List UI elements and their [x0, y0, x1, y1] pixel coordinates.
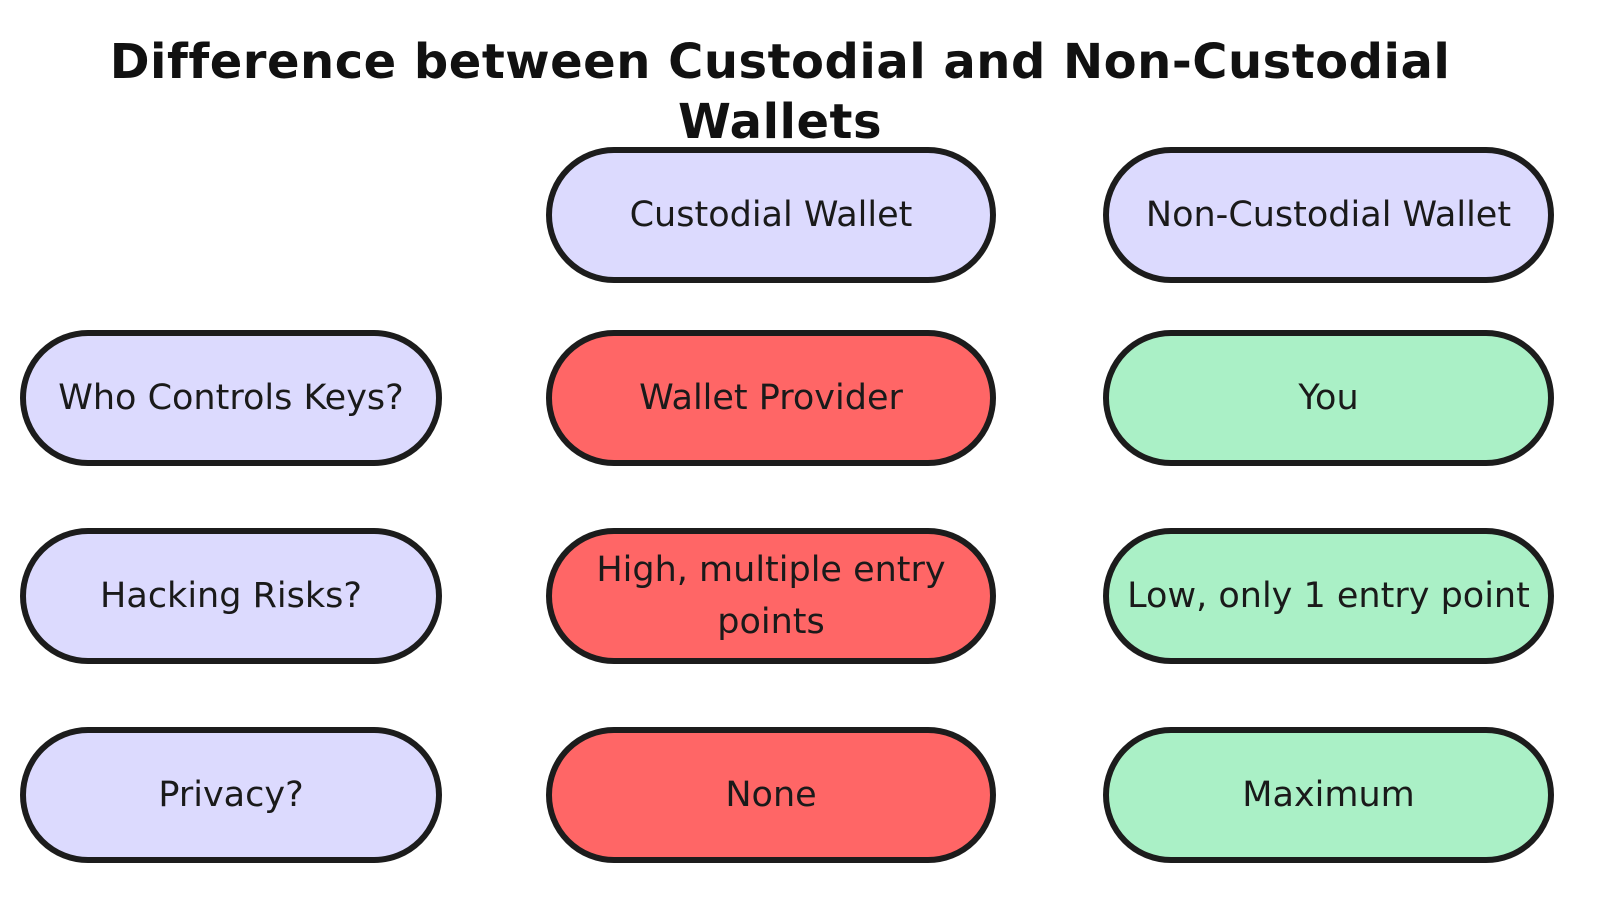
non-custodial-privacy-answer: Maximum [1103, 727, 1554, 863]
question-privacy: Privacy? [20, 727, 442, 863]
question-hacking-risks: Hacking Risks? [20, 528, 442, 664]
diagram-title: Difference between Custodial and Non-Cus… [109, 34, 1451, 150]
custodial-hacking-answer: High, multiple entry points [546, 528, 996, 664]
non-custodial-hacking-answer: Low, only 1 entry point [1103, 528, 1554, 664]
custodial-wallet-header: Custodial Wallet [546, 147, 996, 283]
non-custodial-keys-answer: You [1103, 330, 1554, 466]
custodial-privacy-answer: None [546, 727, 996, 863]
non-custodial-wallet-header: Non-Custodial Wallet [1103, 147, 1554, 283]
custodial-keys-answer: Wallet Provider [546, 330, 996, 466]
question-who-controls-keys: Who Controls Keys? [20, 330, 442, 466]
